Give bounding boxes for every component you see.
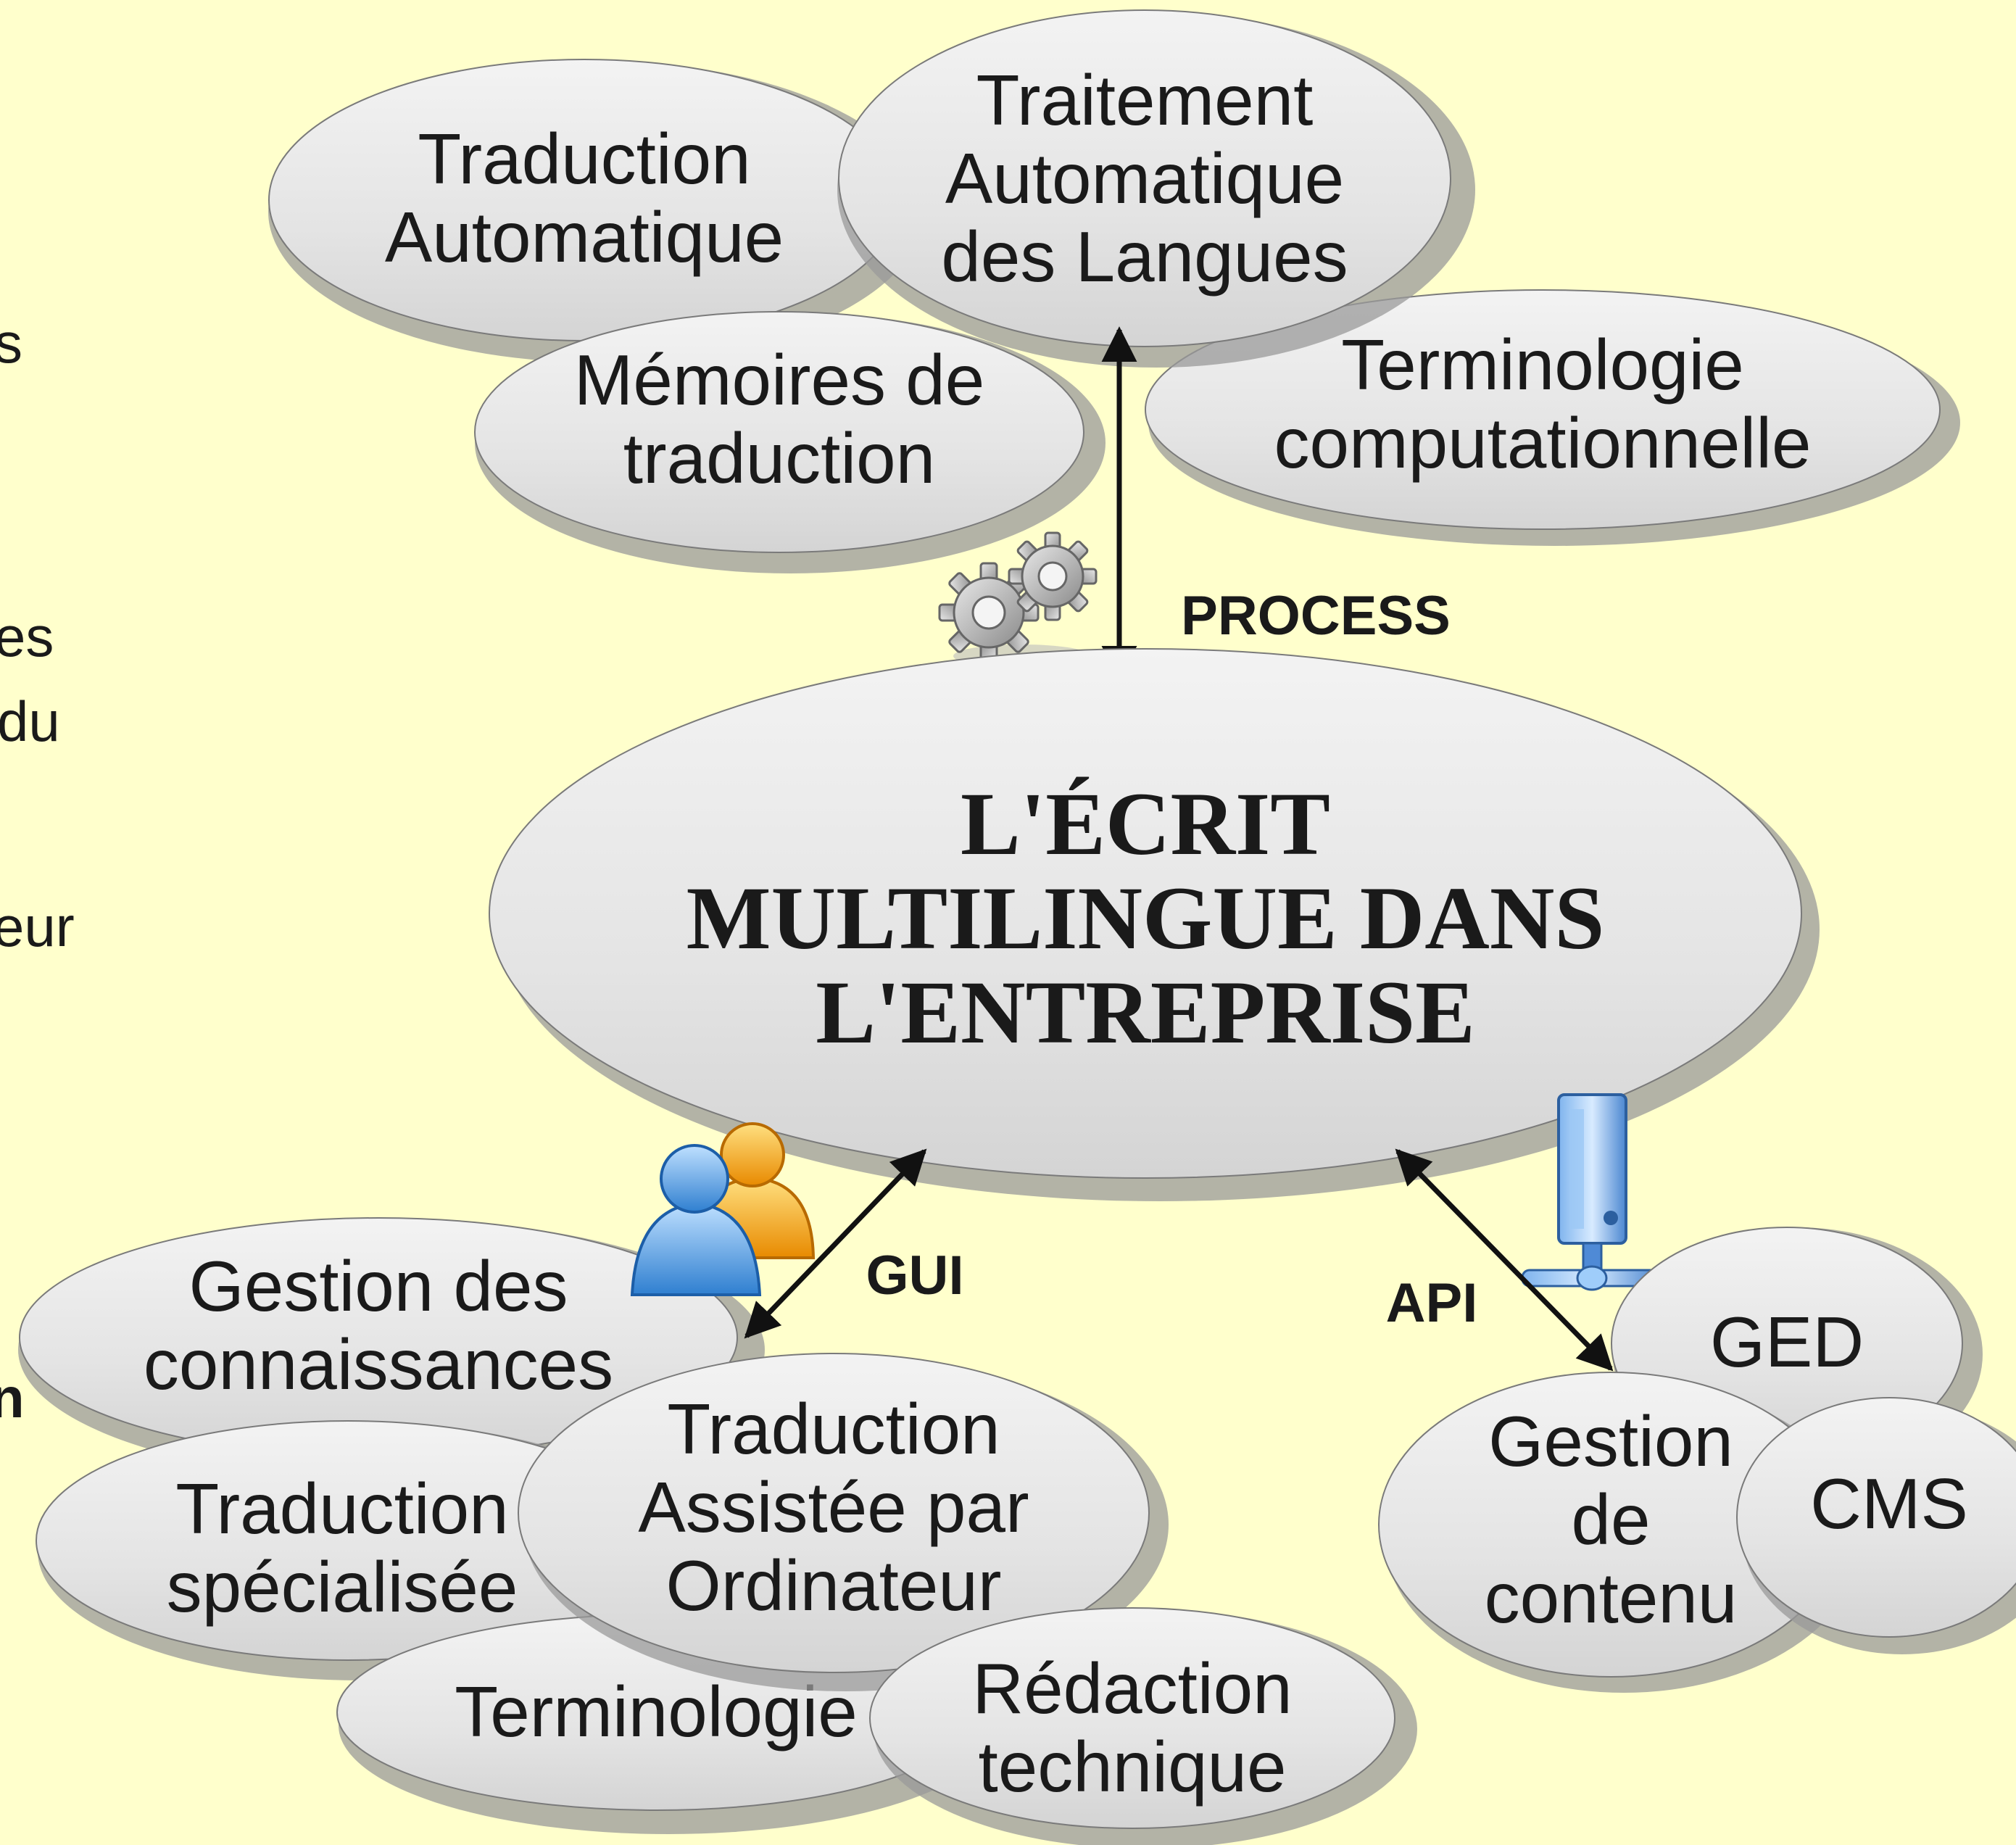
process-label: PROCESS	[1181, 585, 1451, 647]
api-connector	[1395, 1148, 1614, 1372]
user-blue	[630, 1144, 762, 1296]
fragment-text: eur	[0, 895, 75, 958]
gui-label: GUI	[866, 1245, 963, 1306]
fragment-text: es	[0, 605, 54, 668]
api-label: API	[1386, 1272, 1478, 1334]
gears-icon	[938, 531, 1098, 668]
bubble-label: Traitement	[976, 60, 1314, 140]
bubble-label: technique	[978, 1727, 1286, 1807]
bubble-terminologie-computationnelle: Terminologie computationnelle	[1145, 289, 1960, 546]
fragment-text: n	[0, 1366, 25, 1430]
bubble-label: computationnelle	[1274, 403, 1812, 483]
bubble-label: CMS	[1810, 1464, 1968, 1543]
central-topic-title: MULTILINGUE DANS	[686, 868, 1605, 968]
bubble-traduction-automatique: Traduction Automatique	[268, 59, 924, 362]
bubble-label: spécialisée	[167, 1547, 518, 1627]
central-topic-bubble: L'ÉCRIT MULTILINGUE DANS L'ENTREPRISE	[489, 648, 1820, 1201]
central-topic-title: L'ÉCRIT	[961, 774, 1330, 874]
bubble-traduction-specialisee: Traduction spécialisée	[36, 1420, 683, 1680]
fragment-text: du	[0, 689, 60, 753]
left-edge-fragments: s es du eur n	[0, 311, 75, 1430]
bubble-label: Automatique	[945, 138, 1344, 218]
bubble-label: Rédaction	[972, 1649, 1292, 1728]
bubble-label: contenu	[1485, 1558, 1738, 1638]
bubble-label: Ordinateur	[665, 1546, 1001, 1625]
bubble-label: GED	[1710, 1302, 1864, 1382]
gui-connector	[744, 1148, 927, 1339]
central-topic-title: L'ENTREPRISE	[816, 963, 1475, 1062]
bubble-label: Traduction	[418, 119, 750, 199]
bubble-traitement-automatique-des-langues: Traitement Automatique des Langues	[837, 9, 1475, 368]
bubble-redaction-technique: Rédaction technique	[869, 1607, 1417, 1845]
bubble-label: Gestion	[1488, 1401, 1733, 1481]
bubble-traduction-assistee-par-ordinateur: Traduction Assistée par Ordinateur	[518, 1353, 1169, 1691]
bubble-label: Mémoires de	[574, 340, 984, 420]
bubble-label: Gestion des	[189, 1246, 568, 1326]
bubble-memoires-de-traduction: Mémoires de traduction	[474, 311, 1106, 573]
bubble-label: connaissances	[144, 1324, 613, 1404]
bubble-label: de	[1571, 1480, 1650, 1559]
bubble-label: Assistée par	[638, 1467, 1029, 1547]
bubble-label: Automatique	[385, 197, 784, 277]
bubble-gestion-de-contenu: Gestion de contenu	[1378, 1372, 1863, 1693]
fragment-text: s	[0, 311, 22, 375]
bubble-label: Traduction	[667, 1389, 1000, 1469]
bubble-label: traduction	[623, 418, 935, 498]
bubble-label: des Langues	[941, 217, 1348, 297]
bubble-gestion-des-connaissances: Gestion des connaissances	[18, 1217, 765, 1480]
bubble-label: Terminologie	[1341, 325, 1744, 405]
bubble-cms: CMS	[1736, 1397, 2016, 1654]
bubble-label: Traduction	[175, 1469, 508, 1548]
